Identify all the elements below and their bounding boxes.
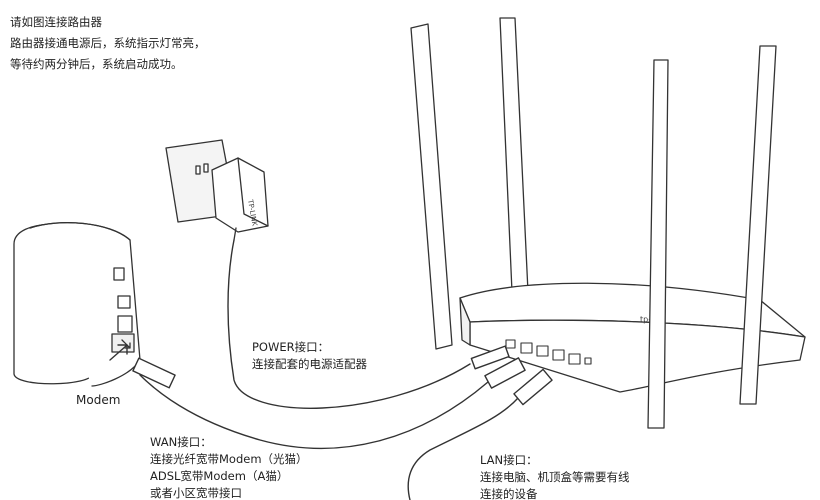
- lan-port-callout: LAN接口： 连接电脑、机顶盒等需要有线 连接的设备: [480, 452, 630, 500]
- modem-label: Modem: [76, 393, 121, 407]
- lan-port-line: 连接电脑、机顶盒等需要有线: [480, 470, 630, 484]
- lan-port-line: 连接的设备: [480, 487, 538, 500]
- power-adapter: TP-LINK: [211, 157, 269, 241]
- lan-plug: [513, 368, 553, 406]
- wan-port-title: WAN接口：: [150, 435, 212, 449]
- wan-plug-router: [484, 357, 526, 389]
- instruction-line: 路由器接通电源后，系统指示灯常亮，: [10, 36, 206, 50]
- power-cable: [227, 239, 471, 409]
- setup-instructions: 请如图连接路由器 路由器接通电源后，系统指示灯常亮， 等待约两分钟后，系统启动成…: [10, 12, 206, 75]
- wan-port-callout: WAN接口： 连接光纤宽带Modem（光猫） ADSL宽带Modem（A猫） 或…: [150, 434, 308, 500]
- power-port-description: 连接配套的电源适配器: [252, 357, 367, 371]
- power-plug: [470, 345, 510, 370]
- lan-cable: [407, 397, 519, 500]
- modem: [13, 221, 141, 387]
- power-port-callout: POWER接口： 连接配套的电源适配器: [252, 339, 367, 373]
- cables: [109, 239, 553, 500]
- router-antennas-front: [647, 45, 777, 429]
- wan-port-line: 或者小区宽带接口: [150, 486, 242, 500]
- router-ports: [505, 339, 592, 365]
- instruction-line: 请如图连接路由器: [10, 15, 102, 29]
- wan-cable: [139, 374, 489, 450]
- router: tp-link: [459, 282, 806, 393]
- lan-port-title: LAN接口：: [480, 453, 538, 467]
- instruction-line: 等待约两分钟后，系统启动成功。: [10, 57, 183, 71]
- power-port-title: POWER接口：: [252, 340, 330, 354]
- wan-plug-modem: [132, 357, 176, 389]
- router-antennas-back: [410, 17, 529, 350]
- wan-port-line: 连接光纤宽带Modem（光猫）: [150, 452, 308, 466]
- wan-port-line: ADSL宽带Modem（A猫）: [150, 469, 289, 483]
